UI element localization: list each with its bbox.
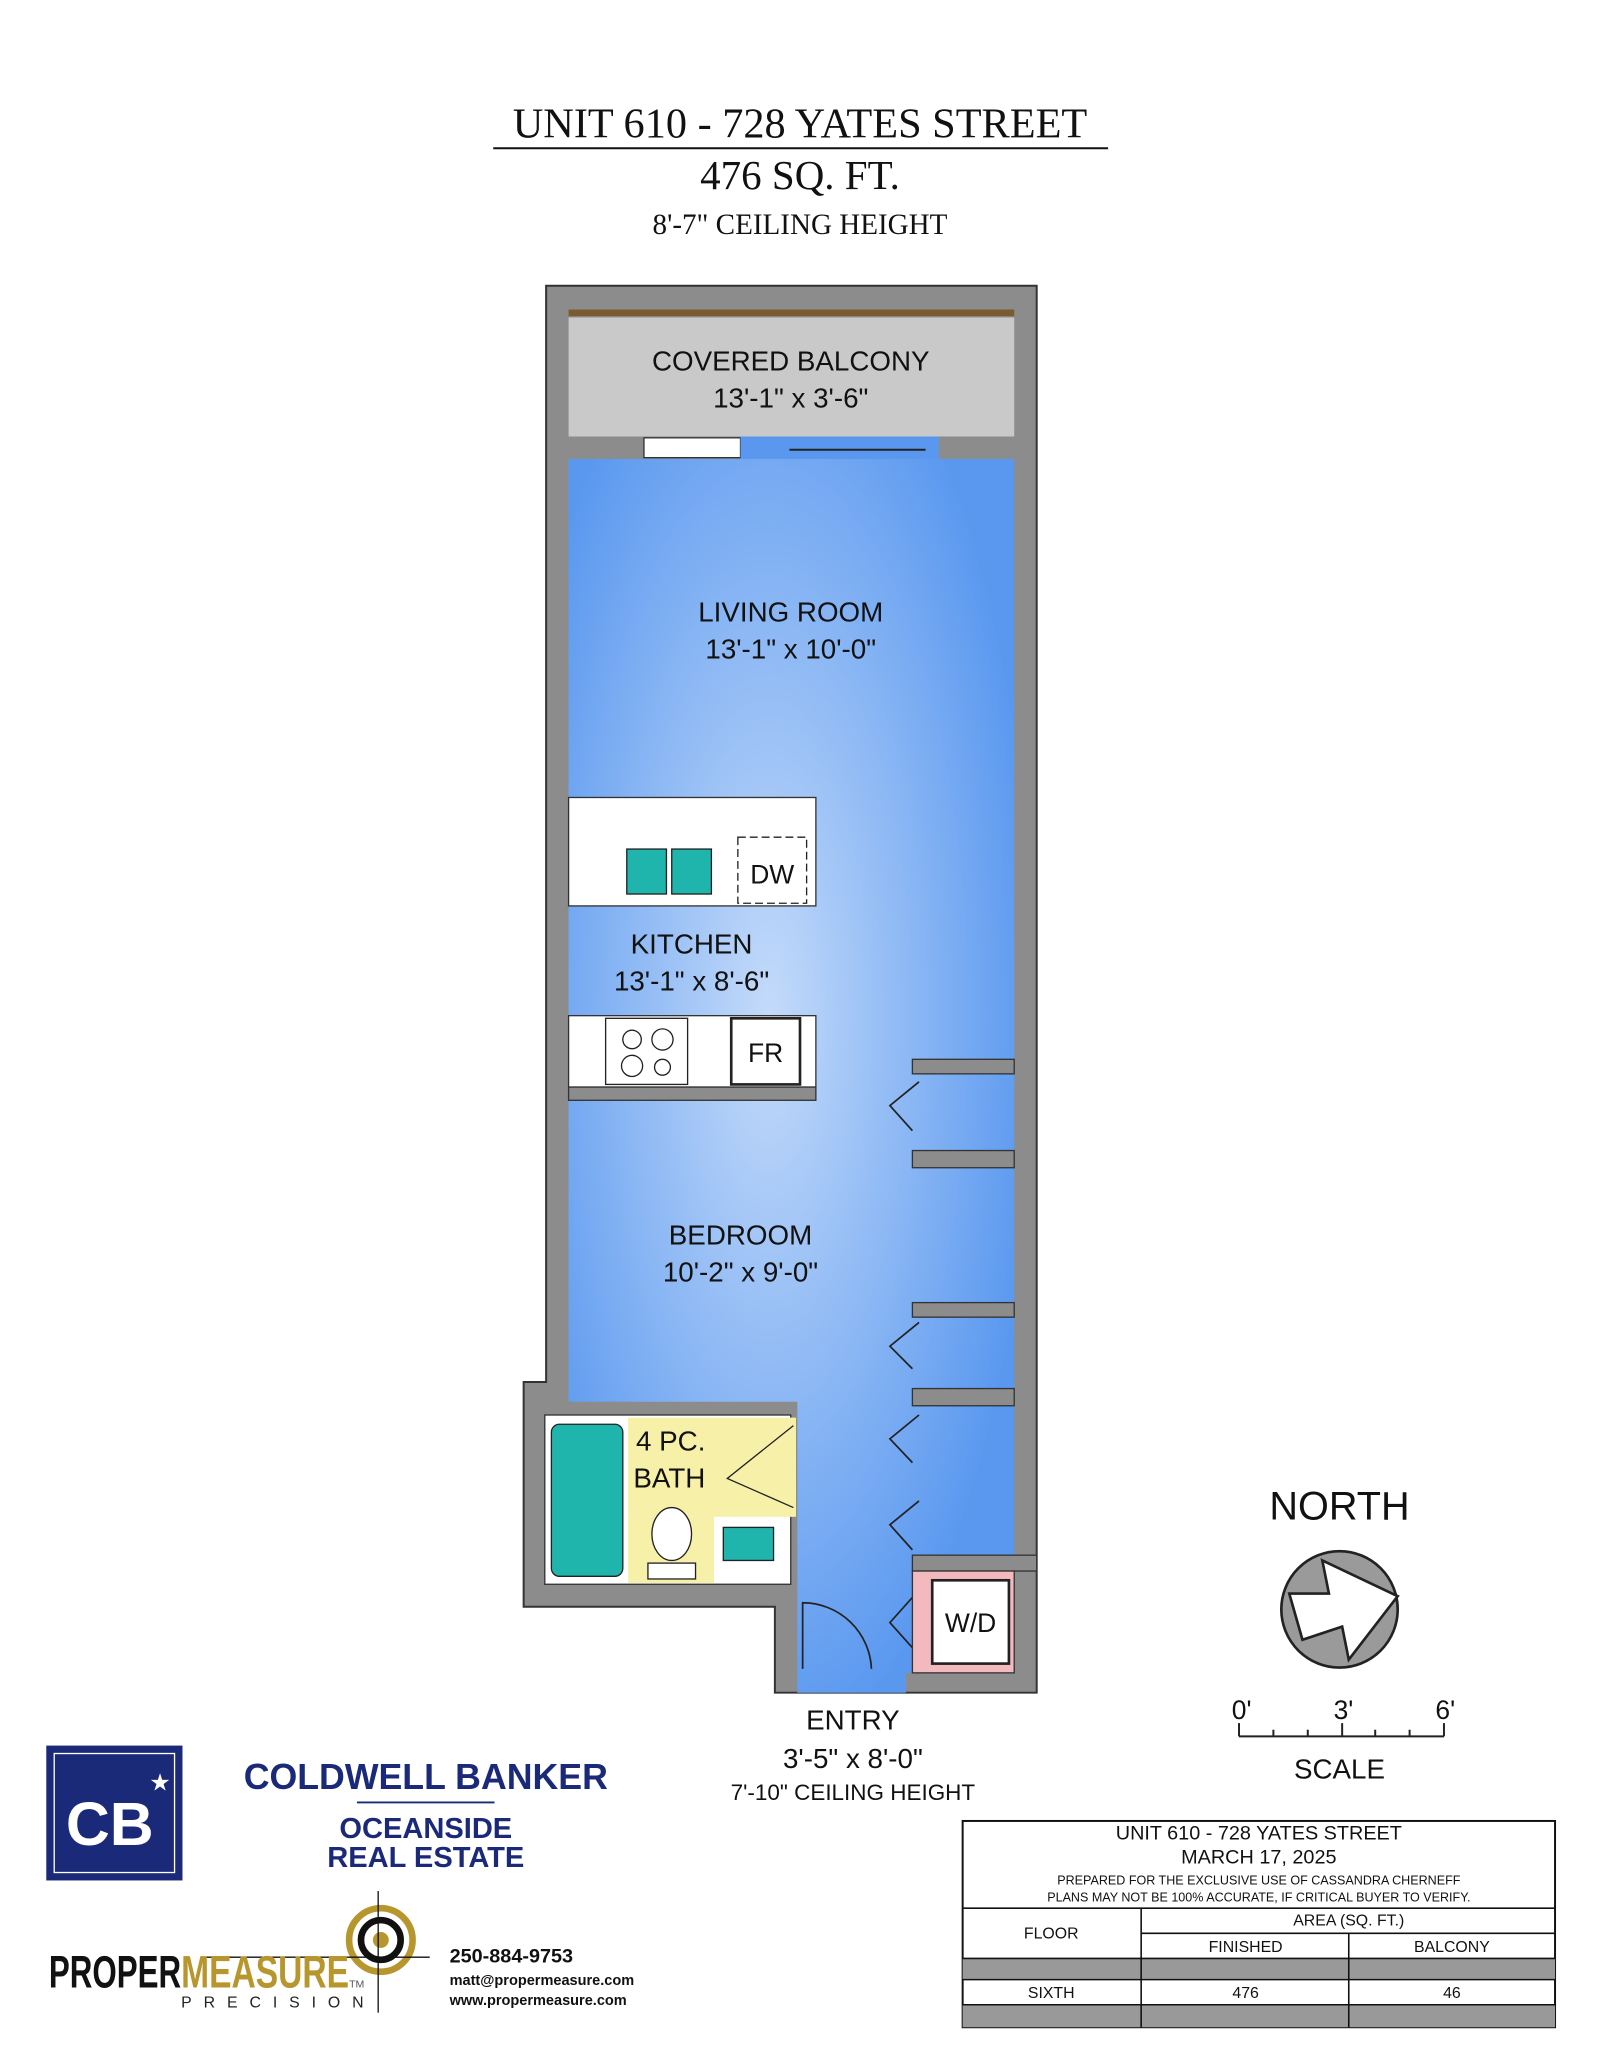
burner (622, 1029, 642, 1050)
entry-ceiling: 7'-10" CEILING HEIGHT (731, 1780, 976, 1805)
entry-label: ENTRY (806, 1705, 900, 1736)
balcony-floor (568, 317, 1015, 437)
balcony-railing (568, 309, 1015, 317)
table-title: UNIT 610 - 728 YATES STREET (1116, 1822, 1402, 1844)
sliding-door-opening (740, 436, 939, 459)
living-room-label: LIVING ROOM (698, 597, 883, 628)
table-cell-floor: SIXTH (1028, 1985, 1075, 2002)
total-area: 476 SQ. FT. (700, 152, 900, 198)
scale-bar (1238, 1723, 1445, 1738)
closet-doors (888, 1081, 920, 1649)
burner (653, 1058, 672, 1076)
burner (620, 1054, 644, 1078)
sink-basin-right (671, 848, 713, 895)
plan-title: UNIT 610 - 728 YATES STREET (513, 101, 1088, 148)
scale-tick-3: 3' (1334, 1695, 1354, 1725)
cb-office-line1: OCEANSIDE (339, 1813, 512, 1845)
toilet-tank (647, 1562, 697, 1580)
fridge (729, 1016, 802, 1086)
bedroom-dims: 10'-2" x 9'-0" (663, 1256, 818, 1287)
bath-label-line2: BATH (633, 1463, 705, 1494)
table-header-finished: FINISHED (1209, 1939, 1283, 1956)
vanity-sink (722, 1526, 775, 1562)
table-row-blank (962, 1958, 1556, 1980)
entry-dims: 3'-5" x 8'-0" (783, 1743, 923, 1774)
cb-logo-border (53, 1752, 176, 1874)
table-row-blank (962, 2004, 1556, 2028)
burner (651, 1028, 674, 1051)
kitchen-dims: 13'-1" x 8'-6" (614, 966, 769, 997)
contact-phone: 250-884-9753 (450, 1945, 573, 1967)
bedroom-label: BEDROOM (669, 1219, 812, 1250)
table-header-area: AREA (SQ. FT.) (1293, 1912, 1404, 1929)
scale-tick-0: 0' (1232, 1695, 1252, 1725)
dishwasher (737, 836, 808, 904)
table-prepared-for: PREPARED FOR THE EXCLUSIVE USE OF CASSAN… (1057, 1873, 1461, 1887)
table-disclaimer: PLANS MAY NOT BE 100% ACCURATE, IF CRITI… (1047, 1891, 1470, 1905)
closet-walls (911, 1058, 1038, 1572)
fridge-label: FR (748, 1038, 783, 1068)
balcony-dims: 13'-1" x 3'-6" (713, 382, 868, 413)
scale-label: SCALE (1294, 1754, 1385, 1785)
ceiling-height: 8'-7" CEILING HEIGHT (653, 209, 948, 241)
bath-door-swing (726, 1425, 794, 1509)
info-table (961, 1819, 1557, 2029)
window (643, 437, 742, 459)
cb-logo-star: ★ (149, 1770, 170, 1797)
table-header-floor: FLOOR (1024, 1926, 1079, 1943)
dishwasher-label: DW (750, 859, 794, 889)
washer-dryer-label: W/D (945, 1608, 996, 1638)
bathroom-zone (628, 1417, 797, 1517)
kitchen-label: KITCHEN (631, 929, 753, 960)
toilet-bowl (651, 1506, 693, 1562)
washer-dryer (930, 1578, 1011, 1665)
propermeasure-target-icon (200, 1891, 430, 2013)
north-arrow-icon (1287, 1558, 1400, 1663)
propermeasure-tm: TM (349, 1979, 364, 1991)
cb-logo (46, 1745, 183, 1881)
living-room-dims: 13'-1" x 10'-0" (705, 634, 876, 665)
contact-email: matt@propermeasure.com (450, 1973, 635, 1989)
table-header-balcony: BALCONY (1414, 1939, 1490, 1956)
cb-logo-monogram: CB (66, 1790, 154, 1858)
propermeasure-precision: PRECISION (181, 1994, 375, 2011)
balcony-label: COVERED BALCONY (652, 345, 930, 376)
scale-tick-6: 6' (1435, 1695, 1455, 1725)
table-date: MARCH 17, 2025 (1181, 1846, 1336, 1868)
contact-website: www.propermeasure.com (449, 1993, 627, 2009)
cb-brand-name: COLDWELL BANKER (244, 1757, 608, 1797)
cb-office-line2: REAL ESTATE (327, 1842, 524, 1874)
kitchen-partition-wall (567, 1086, 817, 1101)
table-cell-finished: 476 (1232, 1985, 1259, 2002)
bath-label-line1: 4 PC. (636, 1426, 705, 1457)
entry-door-swing (801, 1601, 873, 1669)
north-label: NORTH (1269, 1484, 1409, 1528)
propermeasure-measure: MEASURE (181, 1947, 349, 1998)
bathtub (550, 1423, 624, 1577)
table-cell-balcony: 46 (1443, 1985, 1461, 2002)
sink-basin-left (626, 848, 668, 895)
propermeasure-proper: PROPER (49, 1947, 181, 1998)
cooktop (604, 1017, 689, 1086)
